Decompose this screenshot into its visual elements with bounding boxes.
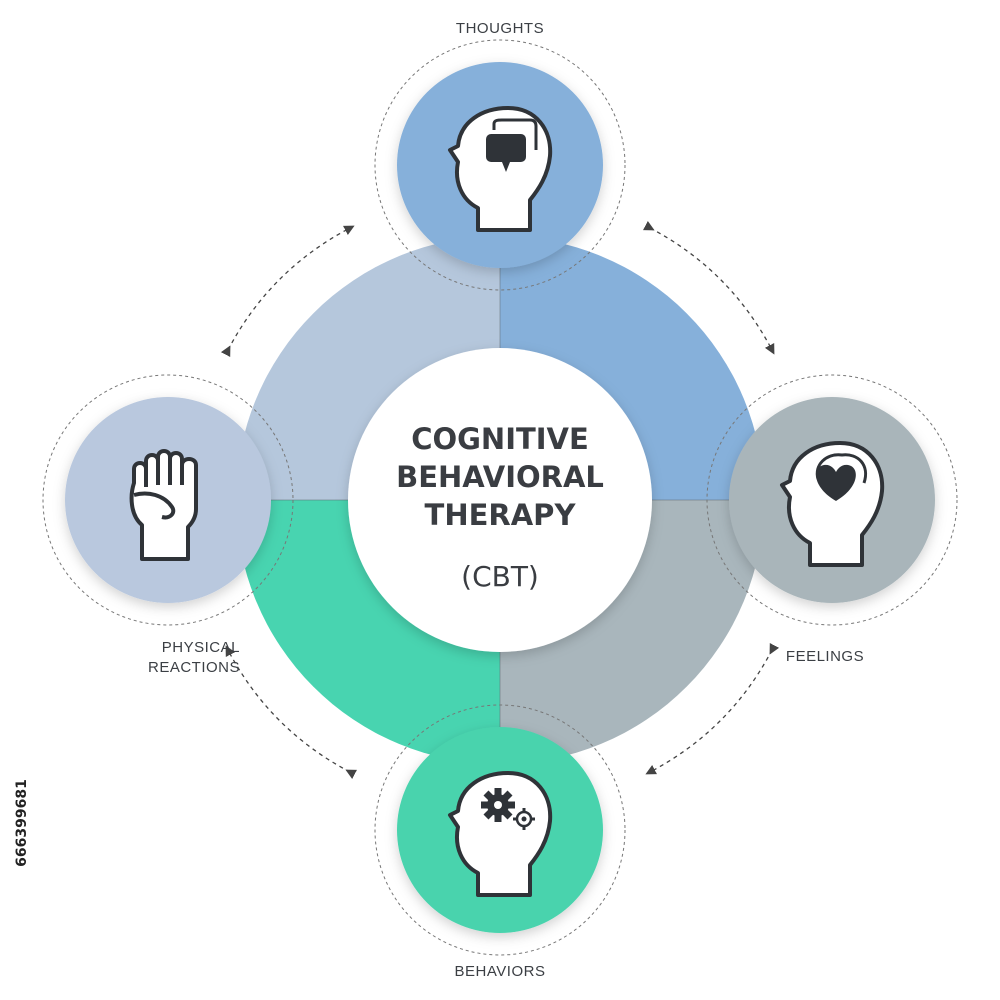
title-line-2: BEHAVIORAL xyxy=(396,460,604,494)
physical-reactions-label-line1: PHYSICAL xyxy=(161,639,240,656)
stock-id-watermark: 666399681 xyxy=(14,779,30,867)
thoughts-node xyxy=(374,39,626,291)
arrow-physical-to-thoughts xyxy=(220,225,355,358)
behaviors-node xyxy=(374,704,626,956)
feelings-label: FEELINGS xyxy=(785,648,865,665)
behaviors-label: BEHAVIORS xyxy=(454,963,546,980)
cycle-arrows xyxy=(220,220,780,780)
title-line-3: THERAPY xyxy=(424,498,576,532)
physical-reactions-label-line2: REACTIONS xyxy=(147,659,240,676)
head-heart-icon xyxy=(780,441,885,567)
arrow-feelings-to-behaviors xyxy=(645,642,780,775)
feelings-node xyxy=(706,374,958,626)
arrow-thoughts-to-feelings xyxy=(642,220,775,355)
raised-fist-icon xyxy=(129,449,198,561)
center-circle xyxy=(348,348,652,652)
center-abbreviation: (CBT) xyxy=(461,560,539,593)
center-title: COGNITIVE BEHAVIORAL THERAPY xyxy=(350,420,650,534)
title-line-1: COGNITIVE xyxy=(411,422,589,456)
physical-reactions-node xyxy=(42,374,294,626)
head-gears-icon xyxy=(448,771,553,897)
head-speech-bubble-icon xyxy=(448,106,553,232)
thoughts-label: THOUGHTS xyxy=(455,20,545,37)
arrow-behaviors-to-physical xyxy=(225,645,358,780)
physical-reactions-label: PHYSICAL REACTIONS xyxy=(90,638,240,678)
